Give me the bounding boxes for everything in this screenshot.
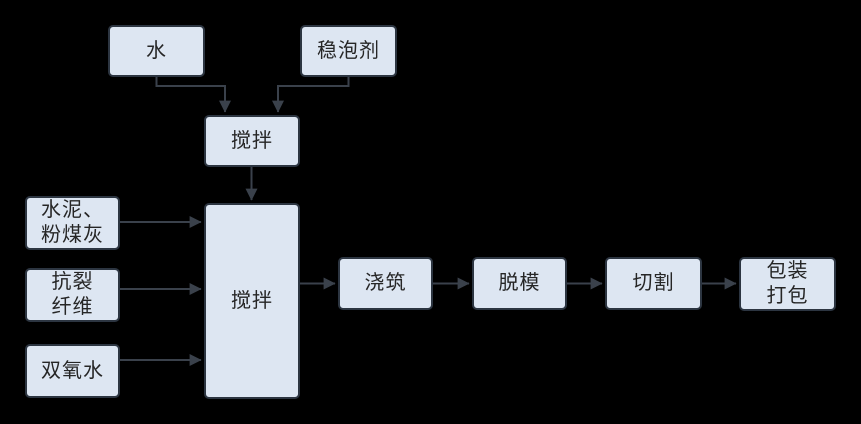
node-label: 稳泡剂 — [317, 39, 380, 62]
node-label: 搅拌 — [231, 289, 273, 312]
node-label: 纤维 — [51, 296, 94, 318]
flow-node-cutting: 切割 — [605, 257, 702, 310]
flow-node-pouring: 浇筑 — [338, 257, 433, 310]
edge-stabilizer-to-mix1 — [272, 77, 350, 113]
flow-node-anticrack-fiber: 抗裂 纤维 — [25, 268, 120, 322]
edge-water-to-mix1 — [155, 77, 231, 113]
node-label: 搅拌 — [231, 129, 273, 152]
flow-node-mixing-1: 搅拌 — [204, 115, 300, 167]
node-label: 水 — [146, 39, 167, 62]
node-label: 粉煤灰 — [41, 224, 104, 246]
node-label: 双氧水 — [41, 359, 104, 382]
flow-node-packaging: 包装 打包 — [739, 257, 836, 311]
node-label: 水泥、 — [41, 199, 104, 221]
flow-node-mixing-2: 搅拌 — [204, 203, 300, 399]
node-label: 切割 — [632, 272, 675, 294]
node-label: 打包 — [766, 285, 809, 307]
flow-node-hydrogen-peroxide: 双氧水 — [25, 344, 120, 398]
node-label: 包装 — [766, 260, 809, 282]
flow-node-water: 水 — [108, 25, 205, 77]
node-label: 抗裂 — [51, 271, 94, 293]
node-label: 脱模 — [498, 272, 541, 294]
node-label: 浇筑 — [364, 272, 407, 294]
flow-node-demolding: 脱模 — [472, 257, 567, 310]
flow-node-foam-stabilizer: 稳泡剂 — [300, 25, 397, 77]
flow-node-cement-flyash: 水泥、 粉煤灰 — [25, 196, 120, 250]
